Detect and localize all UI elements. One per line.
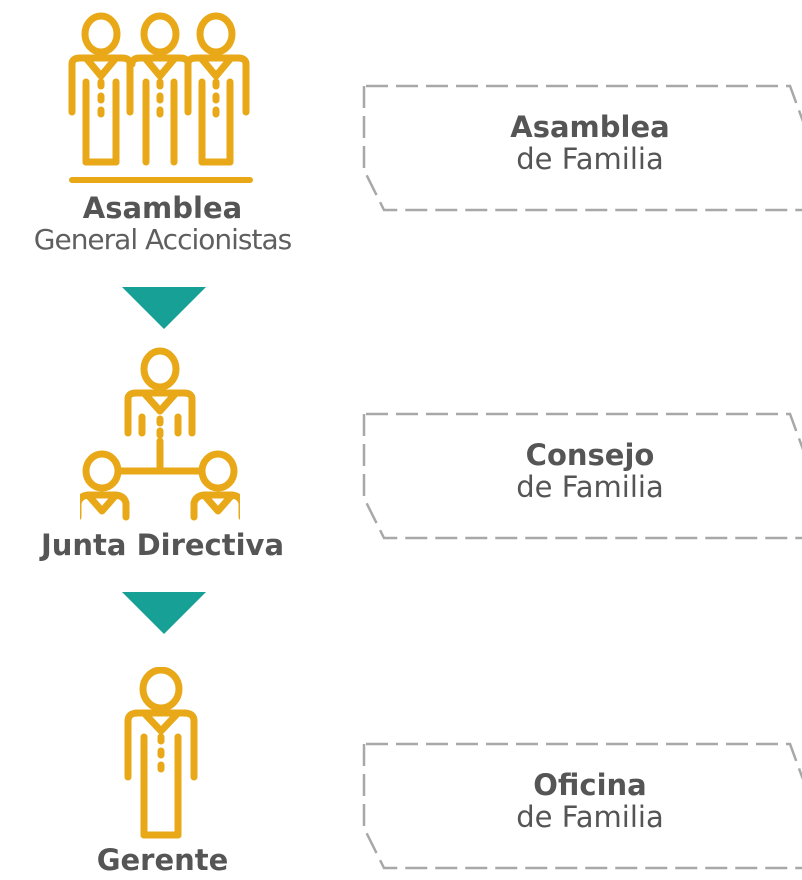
right-subtitle-2: de Familia bbox=[516, 469, 664, 504]
left-subtitle-1: General Accionistas bbox=[33, 222, 292, 256]
down-arrow-1 bbox=[122, 287, 206, 329]
left-caption-1: Asamblea General Accionistas bbox=[0, 191, 325, 256]
single-person-icon bbox=[124, 667, 198, 839]
down-arrow-2 bbox=[122, 592, 206, 634]
right-box-text-1: Asamblea de Familia bbox=[460, 110, 720, 176]
right-title-2: Consejo bbox=[525, 438, 655, 472]
left-caption-3: Gerente bbox=[0, 843, 325, 877]
dashed-box-2 bbox=[362, 412, 802, 540]
dashed-box-1 bbox=[362, 84, 802, 212]
org-hierarchy-icon bbox=[80, 347, 240, 521]
right-title-3: Oficina bbox=[533, 768, 647, 802]
right-box-text-2: Consejo de Familia bbox=[460, 438, 720, 504]
right-box-text-3: Oficina de Familia bbox=[460, 768, 720, 834]
right-subtitle-1: de Familia bbox=[516, 141, 664, 176]
right-subtitle-3: de Familia bbox=[516, 799, 664, 834]
left-title-2: Junta Directiva bbox=[40, 528, 285, 562]
left-caption-2: Junta Directiva bbox=[0, 528, 325, 562]
group-of-three-people-icon bbox=[68, 12, 253, 183]
dashed-box-3 bbox=[362, 742, 802, 870]
right-title-1: Asamblea bbox=[510, 110, 670, 144]
left-title-3: Gerente bbox=[96, 843, 229, 877]
left-title-1: Asamblea bbox=[82, 191, 243, 225]
